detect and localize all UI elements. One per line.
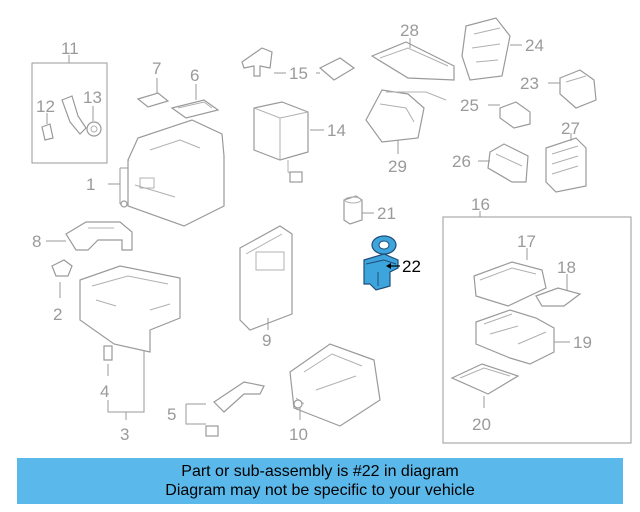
part-2: 2: [51, 259, 73, 324]
callout-label-16: 16: [471, 195, 490, 214]
banner-line-1: Part or sub-assembly is #22 in diagram: [181, 463, 459, 480]
callout-label-10: 10: [289, 425, 308, 444]
callout-label-12: 12: [36, 97, 55, 116]
part-group-11: 11 12 13: [31, 39, 108, 164]
part-26: 26: [452, 143, 529, 183]
callout-label-4: 4: [100, 382, 109, 401]
callout-label-6: 6: [190, 66, 199, 85]
part-group-16: 16 17 18 19 20: [442, 195, 632, 444]
parts-diagram: 11 12 13 7 6 1 8: [31, 17, 632, 444]
part-25: 25: [460, 96, 531, 129]
callout-label-2: 2: [53, 305, 62, 324]
callout-label-7: 7: [152, 59, 161, 78]
callout-label-23: 23: [520, 74, 539, 93]
callout-label-15: 15: [289, 64, 308, 83]
part-14-bin: 14: [253, 101, 346, 183]
callout-label-27: 27: [561, 119, 580, 138]
part-27: 27: [545, 119, 587, 193]
part-15: 15: [241, 47, 356, 83]
part-6: 6: [170, 66, 220, 119]
part-5: 5: [167, 381, 265, 437]
callout-label-24: 24: [525, 36, 544, 55]
callout-label-13: 13: [83, 88, 102, 107]
callout-label-5: 5: [167, 405, 176, 424]
callout-label-21: 21: [377, 204, 396, 223]
callout-label-22: 22: [402, 257, 421, 276]
info-banner: Part or sub-assembly is #22 in diagram D…: [17, 458, 623, 504]
part-3-frame: 4 3: [79, 265, 181, 444]
callout-label-17: 17: [517, 232, 536, 251]
part-22-highlighted[interactable]: 22: [363, 235, 421, 291]
callout-label-9: 9: [262, 331, 271, 350]
part-29-latch: 29: [365, 89, 447, 176]
callout-label-26: 26: [452, 152, 471, 171]
callout-label-8: 8: [32, 232, 41, 251]
banner-line-2: Diagram may not be specific to your vehi…: [165, 482, 475, 499]
callout-label-11: 11: [61, 39, 79, 58]
part-28: 28: [370, 21, 455, 81]
part-7: 7: [136, 59, 170, 108]
callout-label-29: 29: [388, 157, 407, 176]
part-8: 8: [32, 221, 133, 251]
part-12-strap: [61, 95, 87, 135]
callout-label-18: 18: [557, 258, 576, 277]
callout-label-3: 3: [120, 425, 129, 444]
part-9-panel: 9: [239, 225, 293, 350]
callout-label-19: 19: [573, 333, 592, 352]
callout-label-25: 25: [460, 96, 479, 115]
callout-label-20: 20: [472, 415, 491, 434]
part-23: 23: [520, 69, 597, 109]
part-12-shape: [41, 123, 54, 141]
part-21: 21: [343, 195, 396, 225]
callout-label-1: 1: [86, 175, 95, 194]
callout-label-28: 28: [400, 21, 419, 40]
callout-label-14: 14: [327, 121, 346, 140]
part-24: 24: [461, 17, 544, 81]
part-1-console: 1: [86, 119, 225, 227]
part-10-tray: 10: [289, 343, 381, 444]
